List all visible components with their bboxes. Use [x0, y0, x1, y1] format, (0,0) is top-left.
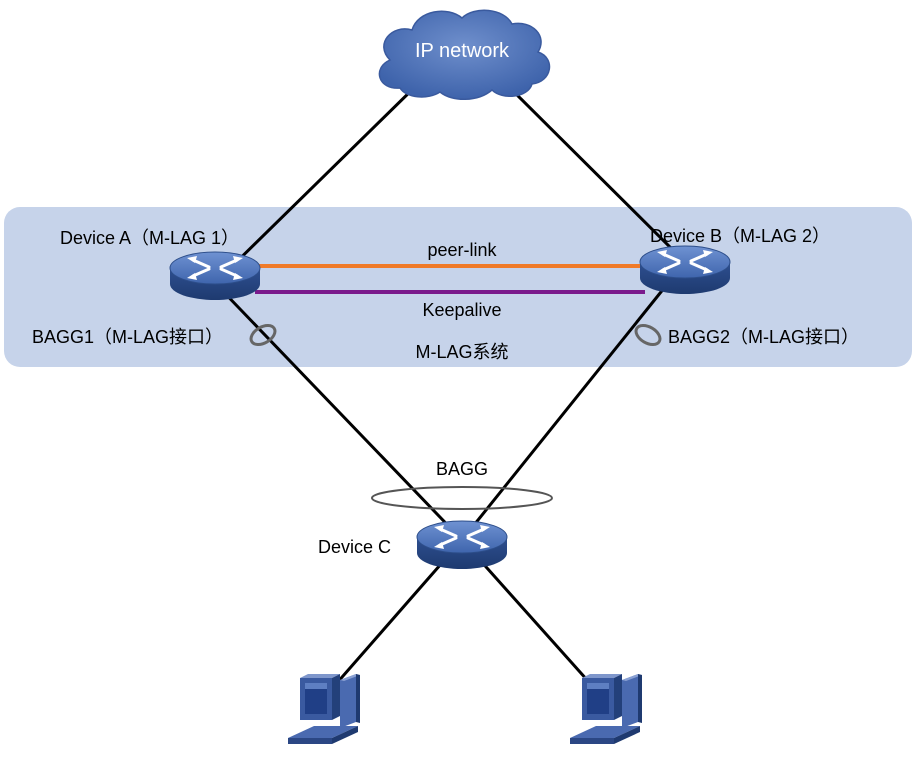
link-cloud-device-b [506, 84, 687, 264]
cloud-icon [378, 9, 551, 100]
device-b-label: Device B（M-LAG 2） [650, 226, 830, 246]
cloud-label: IP network [415, 40, 510, 62]
link-device-c-pc-right [460, 539, 607, 701]
keepalive-label: Keepalive [422, 300, 501, 320]
mlag-system-label: M-LAG系统 [415, 342, 508, 362]
peer-link-label: peer-link [427, 240, 497, 260]
bagg-aggregation-ring [371, 486, 553, 510]
device-c-label: Device C [318, 537, 391, 557]
device-a-label: Device A（M-LAG 1） [60, 228, 239, 248]
pc-left-icon [288, 674, 360, 744]
bagg1-label: BAGG1（M-LAG接口） [32, 327, 223, 347]
device-b-switch-icon [638, 244, 732, 296]
link-cloud-device-a [213, 80, 422, 285]
link-device-b-device-c [460, 261, 687, 541]
bagg-label: BAGG [436, 459, 488, 479]
device-c-switch-icon [415, 519, 509, 571]
device-a-switch-icon [168, 250, 262, 302]
link-device-a-device-c [213, 281, 464, 542]
bagg1-aggregation-ring [249, 324, 277, 346]
bagg2-label: BAGG2（M-LAG接口） [668, 327, 859, 347]
bagg2-aggregation-ring [634, 324, 662, 346]
pc-right-icon [570, 674, 642, 744]
